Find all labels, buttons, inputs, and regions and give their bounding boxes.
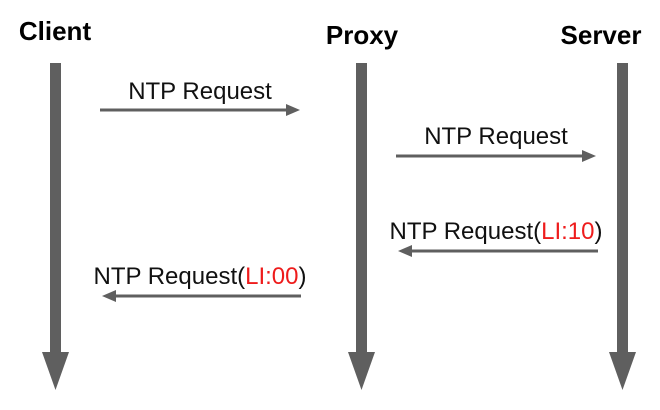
lifeline-server [609,63,636,390]
message-server-to-proxy-arrowhead [398,245,412,257]
lifeline-proxy-shaft [356,63,367,355]
actor-label-proxy: Proxy [326,20,399,50]
lifeline-client-shaft [50,63,61,355]
message-server-to-proxy-label: NTP Request(LI:10) [389,218,602,245]
message-proxy-to-client-label-prefix: NTP Request( [93,263,245,290]
lifeline-server-arrowhead [609,352,636,390]
message-client-to-proxy-arrowhead [286,104,300,116]
lifeline-proxy [348,63,375,390]
message-proxy-to-server: NTP Request [396,123,596,162]
message-client-to-proxy-label: NTP Request [128,78,272,105]
message-server-to-proxy-label-prefix: NTP Request( [389,218,541,245]
actor-label-server: Server [561,20,642,50]
message-server-to-proxy-label-highlight: LI:10 [541,218,594,245]
message-proxy-to-client-arrowhead [102,290,116,302]
lifeline-client-arrowhead [42,352,69,390]
message-proxy-to-client: NTP Request(LI:00) [93,263,307,302]
message-proxy-to-server-arrowhead [582,150,596,162]
message-proxy-to-client-label-suffix: ) [299,263,307,290]
message-proxy-to-client-label: NTP Request(LI:00) [93,263,306,290]
lifeline-client [42,63,69,390]
message-server-to-proxy-label-suffix: ) [595,218,603,245]
message-proxy-to-client-label-highlight: LI:00 [245,263,298,290]
lifeline-server-shaft [617,63,628,355]
message-server-to-proxy: NTP Request(LI:10) [389,218,603,257]
message-client-to-proxy: NTP Request [100,78,300,116]
actor-label-client: Client [19,16,92,46]
message-proxy-to-server-label: NTP Request [424,123,568,150]
lifeline-proxy-arrowhead [348,352,375,390]
